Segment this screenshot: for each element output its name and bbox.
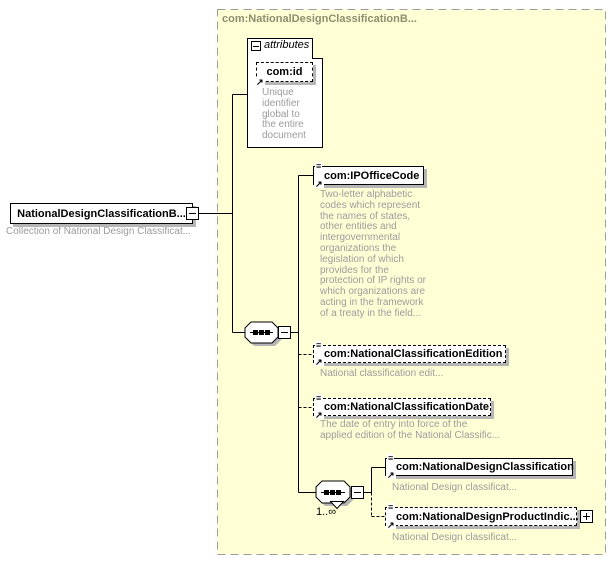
sequence-icon [250,330,273,335]
attribute-description: Unique identifier global to the entire d… [262,87,306,142]
attribute-box-com-id[interactable]: ↗ com:id [255,62,313,87]
element-description: National Design classificat... [392,532,518,543]
container-title: com:NationalDesignClassificationB... [222,13,417,25]
root-element-box[interactable]: NationalDesignClassificationB... [10,203,193,224]
reference-arrow-icon: ↗ [314,179,324,189]
root-collapse-button[interactable] [186,207,199,220]
reference-arrow-icon: ↗ [314,357,324,367]
element-box-ipofficecode[interactable]: ≡ ↗ com:IPOfficeCode [313,162,424,189]
element-name: com:NationalClassificationEdition [324,348,503,360]
element-box-nationalclassificationdate[interactable]: ≡ ↗ com:NationalClassificationDate [313,394,491,420]
reference-arrow-icon: ↗ [386,520,396,530]
element-name: com:NationalClassificationDate [324,401,490,413]
element-name: com:NationalDesignClassification [396,461,574,473]
element-description: Two-letter alphabetic codes which repres… [320,189,426,319]
sequence2-collapse-button[interactable] [351,486,364,499]
annotation-icon: ≡ [315,393,323,403]
element-box-nationaldesignclassification[interactable]: ≡ ↗ com:NationalDesignClassification [385,454,574,480]
reference-arrow-icon: ↗ [255,77,265,87]
productindic-expand-button[interactable] [580,510,593,523]
element-description: The date of entry into force of the appl… [320,419,501,441]
attribute-name: com:id [266,66,303,78]
attributes-header-label: attributes [264,39,310,51]
annotation-icon: ≡ [315,340,323,350]
root-element-name: NationalDesignClassificationB... [17,207,186,220]
reference-arrow-icon: ↗ [314,410,324,420]
element-description: National Design classificat... [392,482,518,493]
reference-arrow-icon: ↗ [386,470,396,480]
sequence1-collapse-button[interactable] [278,326,291,339]
element-box-nationaldesignproductindic[interactable]: ≡ ↗ com:NationalDesignProductIndic... [385,503,579,530]
sequence-connector-repeating[interactable] [315,480,353,510]
attributes-collapse-button[interactable] [251,41,261,51]
sequence-connector[interactable] [244,321,281,346]
cardinality-label: 1..∞ [316,506,337,518]
annotation-icon: ≡ [387,502,395,512]
annotation-icon: ≡ [387,453,395,463]
annotation-icon: ≡ [315,161,323,171]
element-name: com:IPOfficeCode [324,169,420,182]
sequence-icon [321,490,345,495]
root-description: Collection of National Design Classifica… [6,226,192,237]
repeat-notch-icon [329,501,345,510]
element-description: National classification edit... [320,368,444,379]
element-box-nationalclassificationedition[interactable]: ≡ ↗ com:NationalClassificationEdition [313,341,506,367]
connector-lines [199,94,385,517]
element-name: com:NationalDesignProductIndic... [396,510,579,523]
